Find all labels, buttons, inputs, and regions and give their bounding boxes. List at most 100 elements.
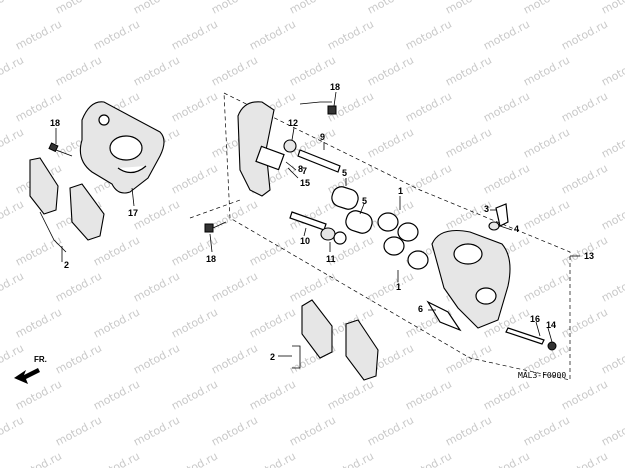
- callout-2-left: 2: [64, 260, 69, 270]
- boot-12[interactable]: [283, 139, 297, 153]
- callout-10: 10: [300, 236, 310, 246]
- callout-11: 11: [326, 254, 336, 264]
- watermark-text: motod.ru: [521, 413, 572, 448]
- watermark-text: motod.ru: [599, 197, 625, 232]
- watermark-text: motod.ru: [521, 0, 572, 17]
- callout-6: 6: [418, 304, 423, 314]
- callout-18-top: 18: [330, 82, 340, 92]
- watermark-text: motod.ru: [0, 269, 26, 304]
- front-direction-arrow: [14, 368, 40, 384]
- watermark-text: motod.ru: [169, 449, 220, 468]
- bleeder-valve-3[interactable]: [495, 203, 509, 227]
- watermark-text: motod.ru: [365, 53, 416, 88]
- watermark-text: motod.ru: [209, 0, 260, 17]
- slide-pin-9[interactable]: [297, 149, 341, 173]
- watermark-text: motod.ru: [247, 377, 298, 412]
- caliper-bracket-main[interactable]: [237, 101, 285, 197]
- watermark-text: motod.ru: [521, 125, 572, 160]
- caliper-bracket-17[interactable]: [79, 101, 165, 207]
- watermark-text: motod.ru: [599, 413, 625, 448]
- watermark-text: motod.ru: [169, 305, 220, 340]
- watermark-text: motod.ru: [53, 341, 104, 376]
- watermark-text: motod.ru: [287, 413, 338, 448]
- pad-spring-6[interactable]: [426, 300, 462, 332]
- watermark-text: motod.ru: [325, 377, 376, 412]
- watermark-text: motod.ru: [131, 341, 182, 376]
- watermark-text: motod.ru: [169, 161, 220, 196]
- watermark-text: motod.ru: [443, 413, 494, 448]
- watermark-text: motod.ru: [91, 233, 142, 268]
- watermark-text: motod.ru: [0, 53, 26, 88]
- watermark-text: motod.ru: [403, 89, 454, 124]
- watermark-text: motod.ru: [481, 161, 532, 196]
- assembly-outline: [189, 92, 571, 381]
- watermark-text: motod.ru: [0, 413, 26, 448]
- direction-label: FR.: [34, 355, 47, 364]
- watermark-text: motod.ru: [247, 17, 298, 52]
- watermark-text: motod.ru: [443, 0, 494, 17]
- pad-pin-16[interactable]: [505, 327, 545, 345]
- watermark-text: motod.ru: [559, 161, 610, 196]
- watermark-text: motod.ru: [13, 305, 64, 340]
- bleeder-cap-4[interactable]: [488, 221, 500, 231]
- watermark-text: motod.ru: [481, 17, 532, 52]
- bolt-18-left[interactable]: [48, 142, 73, 157]
- watermark-text: motod.ru: [91, 449, 142, 468]
- watermark-text: motod.ru: [599, 125, 625, 160]
- callout-18-left: 18: [50, 118, 60, 128]
- watermark-text: motod.ru: [443, 53, 494, 88]
- watermark-text: motod.ru: [325, 17, 376, 52]
- callout-5-lower: 5: [362, 196, 367, 206]
- watermark-text: motod.ru: [209, 413, 260, 448]
- watermark-text: motod.ru: [403, 17, 454, 52]
- watermark-text: motod.ru: [365, 413, 416, 448]
- watermark-text: motod.ru: [91, 17, 142, 52]
- watermark-text: motod.ru: [0, 197, 26, 232]
- watermark-text: motod.ru: [53, 0, 104, 17]
- bolt-18-top[interactable]: [299, 101, 337, 115]
- watermark-text: motod.ru: [443, 125, 494, 160]
- watermark-text: motod.ru: [559, 305, 610, 340]
- boot-11[interactable]: [320, 227, 347, 245]
- watermark-text: motod.ru: [247, 233, 298, 268]
- brake-pads-left-2[interactable]: [29, 157, 105, 253]
- leader-lines: [55, 91, 580, 357]
- watermark-text: motod.ru: [13, 17, 64, 52]
- watermark-text: motod.ru: [131, 53, 182, 88]
- watermark-text: motod.ru: [481, 377, 532, 412]
- callout-15: 15: [300, 178, 310, 188]
- callout-5-upper: 5: [342, 168, 347, 178]
- pin-plug-14[interactable]: [547, 341, 557, 351]
- watermark-text: motod.ru: [559, 377, 610, 412]
- diagram-code: MAL3-F0900: [518, 371, 566, 380]
- watermark-text: motod.ru: [247, 449, 298, 468]
- watermark-text: motod.ru: [53, 269, 104, 304]
- callout-8: 8: [298, 164, 303, 174]
- piston-5-upper[interactable]: [330, 184, 361, 211]
- brake-pads-lower-2[interactable]: [292, 299, 379, 381]
- callout-1-upper: 1: [398, 186, 403, 196]
- watermark-text: motod.ru: [169, 17, 220, 52]
- callout-2-lower: 2: [270, 352, 275, 362]
- watermark-text: motod.ru: [287, 269, 338, 304]
- callout-17: 17: [128, 208, 138, 218]
- bolt-18-lower[interactable]: [204, 221, 227, 233]
- watermark-text: motod.ru: [325, 449, 376, 468]
- watermark-text: motod.ru: [131, 269, 182, 304]
- watermark-text: motod.ru: [247, 305, 298, 340]
- callout-14: 14: [546, 320, 556, 330]
- watermark-text: motod.ru: [403, 377, 454, 412]
- callout-9: 9: [320, 132, 325, 142]
- seal-set-1[interactable]: [377, 212, 429, 270]
- watermark-text: motod.ru: [287, 0, 338, 17]
- watermark-text: motod.ru: [403, 161, 454, 196]
- caliper-housing-13[interactable]: [431, 229, 511, 329]
- watermark-text: motod.ru: [599, 0, 625, 17]
- watermark-text: motod.ru: [521, 197, 572, 232]
- callout-13: 13: [584, 251, 594, 261]
- watermark-text: motod.ru: [209, 269, 260, 304]
- watermark-text: motod.ru: [365, 125, 416, 160]
- piston-5-lower[interactable]: [344, 208, 375, 235]
